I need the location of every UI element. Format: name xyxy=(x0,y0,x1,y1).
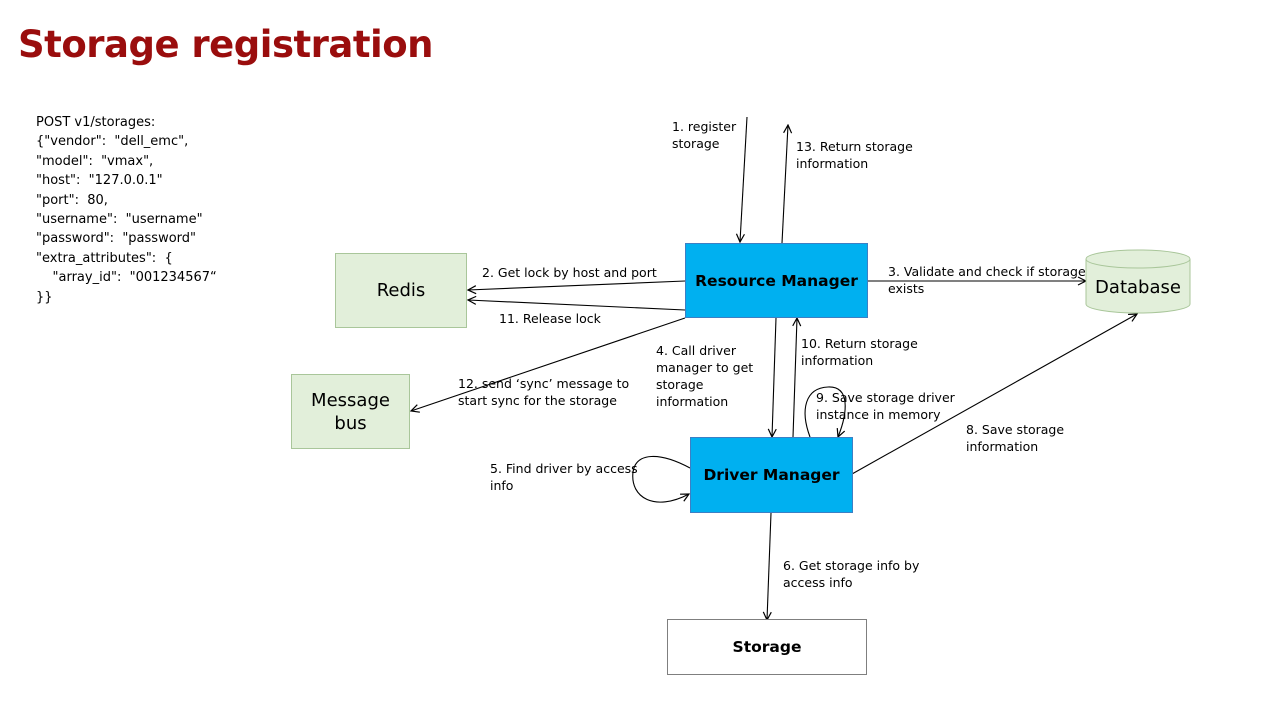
step-2-label: 2. Get lock by host and port xyxy=(482,265,657,280)
step-13-label: 13. Return storage information xyxy=(796,139,913,171)
request-line: }} xyxy=(36,289,53,305)
driver-manager-label: Driver Manager xyxy=(703,466,840,484)
driver-manager-node: Driver Manager xyxy=(690,437,853,513)
step-1-label: 1. register storage xyxy=(672,119,737,151)
request-line: "port": 80, xyxy=(36,192,108,208)
request-line: "host": "127.0.0.1" xyxy=(36,173,163,189)
arrow-release-lock xyxy=(468,300,686,311)
step-9-label: 9. Save storage driver instance in memor… xyxy=(816,390,955,422)
resource-manager-node: Resource Manager xyxy=(685,243,868,318)
request-line: "username": "username" xyxy=(36,212,203,228)
resource-manager-label: Resource Manager xyxy=(695,271,858,290)
arrow-save-storage-info xyxy=(851,314,1137,475)
step-8-label: 8. Save storage information xyxy=(966,422,1065,454)
page-title: Storage registration xyxy=(18,23,434,66)
request-line: "array_id": "001234567“ xyxy=(36,270,217,286)
request-line: {"vendor": "dell_emc", xyxy=(36,134,189,150)
arrow-get-storage-info xyxy=(767,512,771,620)
database-label: Database xyxy=(1095,277,1181,298)
arrow-save-driver-loop xyxy=(804,386,846,437)
step-12-label: 12. send ‘sync’ message to start sync fo… xyxy=(458,376,630,408)
message-bus-label: Message bus xyxy=(311,389,390,434)
arrow-call-driver-manager xyxy=(772,317,776,437)
database-node xyxy=(1085,249,1191,314)
arrow-return-storage-info xyxy=(781,125,788,244)
arrow-return-to-resource-manager xyxy=(793,318,797,438)
message-bus-node: Message bus xyxy=(291,374,410,449)
storage-node: Storage xyxy=(667,619,867,675)
step-4-label: 4. Call driver manager to get storage in… xyxy=(656,343,754,409)
step-10-label: 10. Return storage information xyxy=(801,336,918,368)
step-6-label: 6. Get storage info by access info xyxy=(783,558,920,590)
request-line: "model": "vmax", xyxy=(36,153,154,169)
step-5-label: 5. Find driver by access info xyxy=(490,461,638,493)
request-line: POST v1/storages: xyxy=(36,115,156,130)
request-line: "password": "password" xyxy=(36,231,196,247)
step-11-label: 11. Release lock xyxy=(499,311,601,326)
redis-label: Redis xyxy=(376,280,426,301)
arrow-find-driver-loop xyxy=(632,455,691,503)
arrow-get-lock xyxy=(468,280,686,290)
request-line: "extra_attributes": { xyxy=(36,250,173,266)
arrow-register xyxy=(740,116,748,242)
redis-node: Redis xyxy=(335,253,467,328)
request-example: POST v1/storages: {"vendor": "dell_emc",… xyxy=(36,113,217,307)
step-3-label: 3. Validate and check if storage exists xyxy=(888,264,1086,296)
arrow-sync-message xyxy=(411,317,686,411)
storage-label: Storage xyxy=(732,638,802,656)
